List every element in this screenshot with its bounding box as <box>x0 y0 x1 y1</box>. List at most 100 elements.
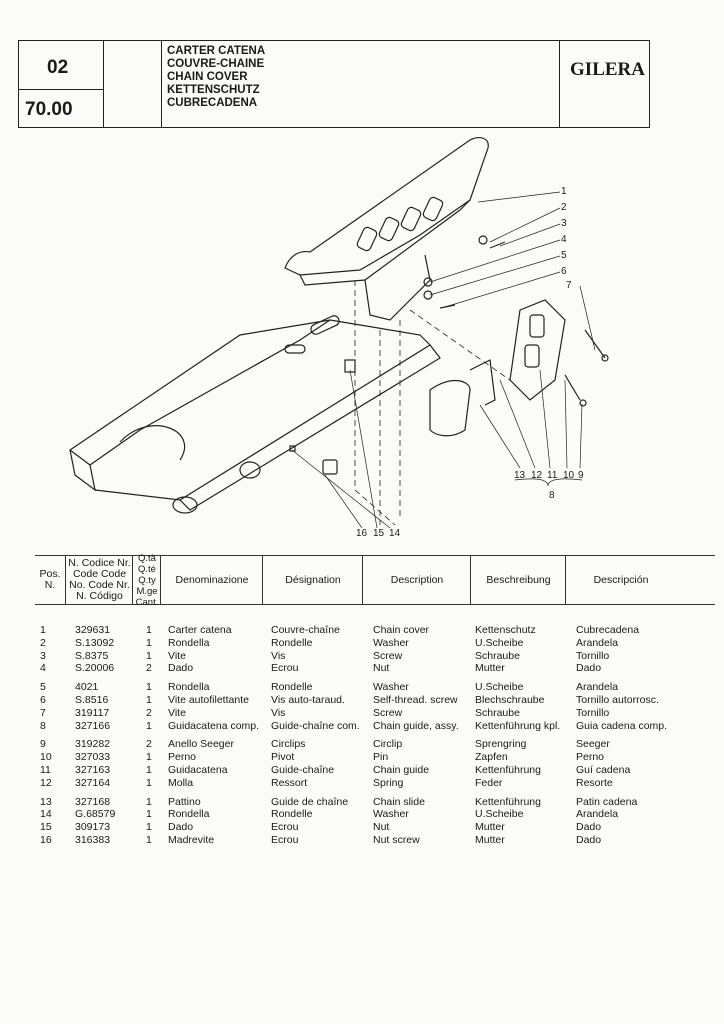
swingarm <box>68 315 441 514</box>
cell-pos: 4 <box>40 662 46 675</box>
cell-de: Mutter <box>475 834 505 846</box>
cell-de: U.Scheibe <box>475 681 524 694</box>
cell-code: 327033 <box>75 751 111 764</box>
callout-1: 1 <box>561 186 567 197</box>
cell-es: Tornillo autorrosc. <box>576 694 659 706</box>
cell-de: U.Scheibe <box>475 808 524 821</box>
callout-12: 12 <box>531 470 543 481</box>
cell-fr: Vis auto-taraud. <box>271 694 345 706</box>
cell-it: Rondella <box>168 808 210 821</box>
cell-en: Washer <box>373 681 409 694</box>
cell-it: Dado <box>168 821 194 834</box>
title-fr: COUVRE-CHAINE <box>167 58 265 70</box>
cell-code: S.8516 <box>75 694 109 706</box>
callout-8: 8 <box>549 490 555 501</box>
callout-6: 6 <box>561 266 567 277</box>
cell-pos: 1 <box>40 624 46 636</box>
cell-en: Chain guide <box>373 764 430 776</box>
cell-en: Pin <box>373 751 389 764</box>
cell-code: 327163 <box>75 764 111 776</box>
cell-en: Nut <box>373 821 390 834</box>
cell-es: Arandela <box>576 808 619 821</box>
cell-en: Washer <box>373 636 409 649</box>
cell-de: Zapfen <box>475 751 508 764</box>
cell-code: S.8375 <box>75 649 109 662</box>
cell-it: Guidacatena comp. <box>168 719 260 732</box>
cell-qty: 1 <box>146 795 152 808</box>
callout-15: 15 <box>373 528 385 539</box>
col-es: Descripción <box>565 556 676 604</box>
cell-es: Cubrecadena <box>576 624 640 636</box>
callout-9: 9 <box>578 470 584 481</box>
cell-pos: 12 <box>40 776 52 789</box>
cell-it: Dado <box>168 662 194 675</box>
col-de: Beschreibung <box>470 556 566 604</box>
cell-code: 319117 <box>75 706 110 719</box>
cell-fr: Ecrou <box>271 834 299 846</box>
callout-16: 16 <box>356 528 368 539</box>
callout-2: 2 <box>561 202 567 213</box>
cell-it: Anello Seeger <box>168 738 234 751</box>
cell-it: Guidacatena <box>168 764 228 776</box>
cell-fr: Vis <box>271 706 286 719</box>
cell-qty: 1 <box>146 764 152 776</box>
col-en: Description <box>362 556 471 604</box>
cell-qty: 2 <box>146 706 152 719</box>
col-code: N. Codice Nr. Code Code No. Code Nr. N. … <box>65 556 133 604</box>
cell-fr: Guide de chaîne <box>271 795 349 808</box>
assembly-lines <box>354 280 511 526</box>
cell-qty: 1 <box>146 624 152 636</box>
callout-7: 7 <box>566 280 572 291</box>
col-it: Denominazione <box>160 556 263 604</box>
cell-de: Sprengring <box>475 738 527 751</box>
cell-it: Vite autofilettante <box>168 694 249 706</box>
cell-es: Arandela <box>576 681 619 694</box>
cell-en: Screw <box>373 649 403 662</box>
cell-it: Rondella <box>168 636 210 649</box>
cell-de: Mutter <box>475 662 505 675</box>
cell-qty: 1 <box>146 636 152 649</box>
cell-code: 327164 <box>75 776 111 789</box>
cell-pos: 11 <box>40 764 51 776</box>
cell-qty: 1 <box>146 776 152 789</box>
cell-es: Dado <box>576 821 602 834</box>
cell-de: Mutter <box>475 821 505 834</box>
cell-it: Pattino <box>168 795 201 808</box>
cell-pos: 6 <box>40 694 46 706</box>
cell-en: Self-thread. screw <box>373 694 458 706</box>
cell-code: 316383 <box>75 834 111 846</box>
cell-pos: 7 <box>40 706 46 719</box>
cell-it: Rondella <box>168 681 210 694</box>
title-de: KETTENSCHUTZ <box>167 84 260 96</box>
cell-code: S.13092 <box>75 636 115 649</box>
cell-qty: 1 <box>146 719 152 732</box>
cell-fr: Couvre-chaîne <box>271 624 340 636</box>
group-number: 02 <box>47 57 69 78</box>
page-header: 02 70.00 CARTER CATENA COUVRE-CHAINE CHA… <box>18 40 650 128</box>
cell-it: Vite <box>168 706 186 719</box>
cell-qty: 1 <box>146 821 152 834</box>
cell-qty: 1 <box>146 834 152 846</box>
cell-pos: 15 <box>40 821 52 834</box>
cell-fr: Rondelle <box>271 808 313 821</box>
cell-de: Kettenführung kpl. <box>475 719 561 732</box>
cell-fr: Guide-chaîne com. <box>271 719 360 732</box>
cell-es: Tornillo <box>576 649 610 662</box>
cell-es: Guí cadena <box>576 764 631 776</box>
cell-code: 4021 <box>75 681 99 694</box>
callout-3: 3 <box>561 218 567 229</box>
cell-de: Feder <box>475 776 503 789</box>
cell-fr: Vis <box>271 649 286 662</box>
cell-pos: 10 <box>40 751 52 764</box>
callout-13: 13 <box>514 470 526 481</box>
col-qty: Q.tà Q.té Q.ty M.ge Cant. <box>132 553 161 608</box>
cell-it: Molla <box>168 776 194 789</box>
cell-it: Perno <box>168 751 197 764</box>
cell-code: 319282 <box>75 738 111 751</box>
cell-pos: 2 <box>40 636 46 649</box>
leader-lines <box>291 191 596 529</box>
cell-en: Spring <box>373 776 404 789</box>
chain-cover <box>284 137 489 321</box>
cell-it: Madrevite <box>168 834 215 846</box>
cell-fr: Rondelle <box>271 636 313 649</box>
